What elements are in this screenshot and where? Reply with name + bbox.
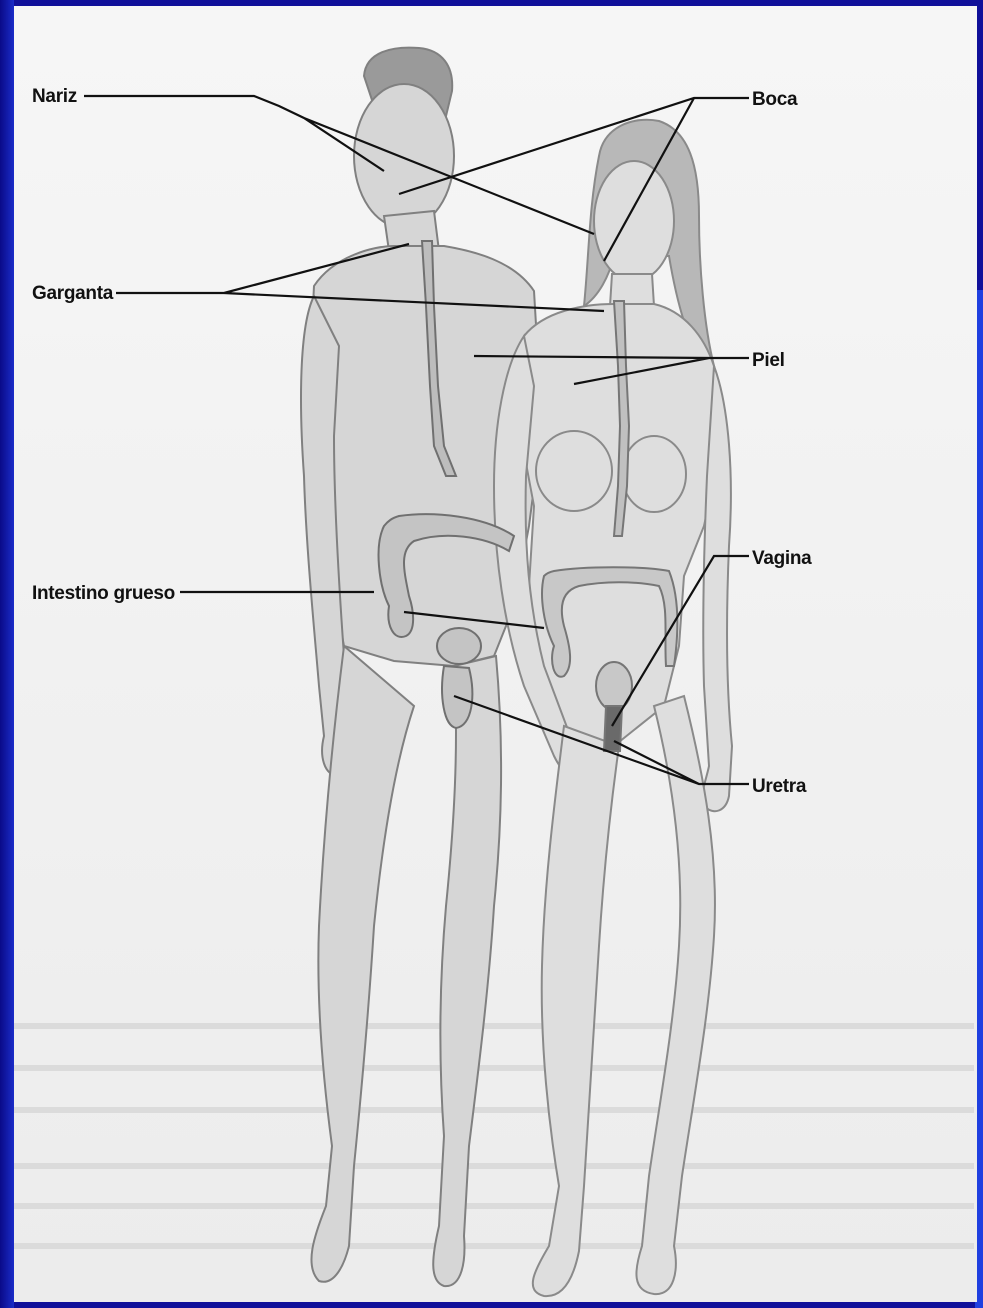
label-boca: Boca xyxy=(752,89,798,110)
label-vagina: Vagina xyxy=(752,548,812,569)
female-breast-right xyxy=(622,436,686,512)
label-piel: Piel xyxy=(752,350,785,371)
female-head xyxy=(594,161,674,281)
label-uretra: Uretra xyxy=(752,776,807,797)
label-nariz: Nariz xyxy=(32,86,77,107)
diagram-slide: Nariz Garganta Intestino grueso Boca Pie… xyxy=(14,6,977,1302)
anatomy-figure: Nariz Garganta Intestino grueso Boca Pie… xyxy=(14,6,977,1302)
label-intestino-grueso: Intestino grueso xyxy=(32,583,175,604)
label-garganta: Garganta xyxy=(32,283,114,304)
slide-frame-left xyxy=(0,0,14,1308)
female-breast-left xyxy=(536,431,612,511)
male-head xyxy=(354,84,454,228)
male-bladder xyxy=(437,628,481,664)
